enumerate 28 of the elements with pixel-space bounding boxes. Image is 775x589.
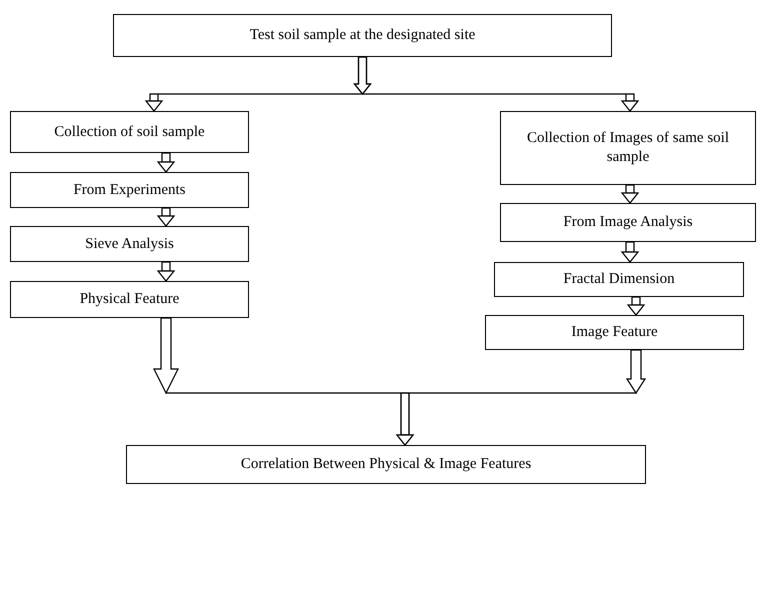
box-label: Collection of Images of same soil sample — [526, 129, 730, 167]
box-label: Image Feature — [570, 323, 659, 342]
process-box — [113, 14, 612, 57]
process-box — [494, 262, 744, 297]
process-box — [10, 281, 249, 318]
box-label: Physical Feature — [78, 290, 180, 309]
process-box — [485, 315, 744, 350]
hollow-arrow — [396, 349, 646, 446]
process-box — [500, 203, 756, 242]
process-box — [10, 111, 249, 153]
box-label: Collection of soil sample — [53, 122, 206, 142]
box-label: From Image Analysis — [562, 213, 694, 232]
box-label: Correlation Between Physical & Image Features — [240, 455, 532, 474]
process-box — [500, 111, 756, 185]
process-box — [126, 445, 646, 484]
process-box — [10, 226, 249, 262]
box-label: Fractal Dimension — [562, 270, 676, 289]
hollow-arrow — [627, 296, 645, 316]
hollow-arrow — [621, 241, 639, 263]
process-box — [10, 172, 249, 208]
box-label: Sieve Analysis — [84, 234, 175, 254]
hollow-arrow — [353, 56, 639, 112]
box-label: From Experiments — [72, 180, 187, 200]
hollow-arrow — [157, 261, 175, 282]
hollow-arrow — [157, 152, 175, 173]
hollow-arrow — [157, 207, 175, 227]
box-label: Test soil sample at the designated site — [248, 26, 476, 45]
hollow-arrow — [621, 184, 639, 204]
